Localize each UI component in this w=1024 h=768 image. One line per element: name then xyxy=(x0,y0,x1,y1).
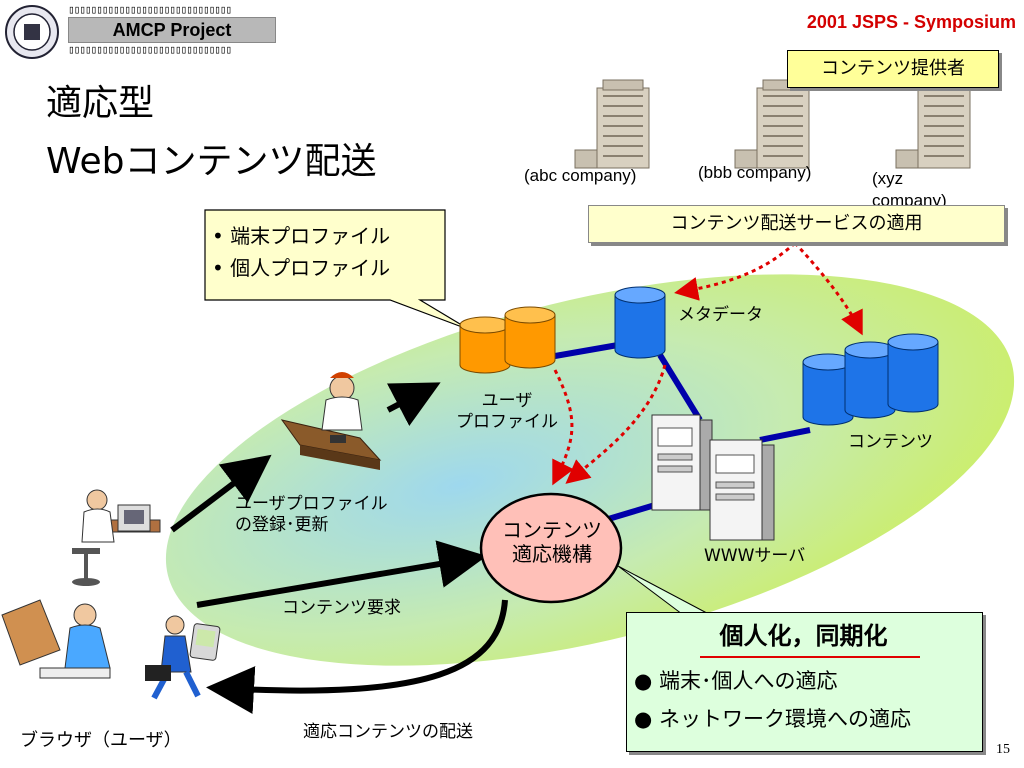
personalization-item-network: ● ネットワーク環境への適応 xyxy=(634,707,911,731)
adaptation-engine-text: コンテンツ 適応機構 xyxy=(482,518,622,566)
adaptation-engine-line2: 適応機構 xyxy=(512,542,592,566)
header-chars-bottom: ▯▯▯▯▯▯▯▯▯▯▯▯▯▯▯▯▯▯▯▯▯▯▯▯▯▯▯▯▯ xyxy=(68,44,232,56)
content-delivery-label: 適応コンテンツの配送 xyxy=(303,722,473,742)
project-title: AMCP Project xyxy=(68,17,276,43)
content-provider-label: コンテンツ提供者 xyxy=(787,50,999,88)
slide-title-line1: 適応型 xyxy=(46,83,155,124)
service-application-label: コンテンツ配送サービスの適用 xyxy=(588,205,1005,243)
registration-label-line2: の登録･更新 xyxy=(235,515,329,535)
network-links xyxy=(554,342,811,523)
callout-item-terminal: • 端末プロファイル xyxy=(212,224,391,248)
content-request-label: コンテンツ要求 xyxy=(282,598,401,618)
computer-user-icon xyxy=(72,489,161,586)
callout-item-personal: • 個人プロファイル xyxy=(212,256,391,280)
www-server-label: WWWサーバ xyxy=(704,546,806,566)
adaptation-engine-node xyxy=(479,492,623,604)
personalization-underline xyxy=(700,656,920,658)
symposium-label: 2001 JSPS - Symposium xyxy=(806,12,1016,32)
contents-db-icon xyxy=(802,333,939,426)
profile-callout xyxy=(204,209,471,331)
flow-arrows xyxy=(170,382,508,714)
metadata-label: メタデータ xyxy=(678,305,763,325)
user-profile-label-line1: ユーザ xyxy=(481,391,533,411)
personalization-item-terminal: ● 端末･個人への適応 xyxy=(634,669,838,693)
page-number: 15 xyxy=(996,742,1010,757)
company-bbb-label: (bbb company) xyxy=(698,163,812,182)
contents-label: コンテンツ xyxy=(848,432,933,452)
browser-user-label: ブラウザ（ユーザ） xyxy=(20,730,182,751)
service-arrows xyxy=(552,241,863,486)
user-profile-label: ユーザ プロファイル xyxy=(440,391,574,433)
mobile-user-icon xyxy=(145,615,221,700)
building-icon-xyz xyxy=(895,79,971,169)
company-abc-label: (abc company) xyxy=(524,166,637,185)
header-chars-top: ▯▯▯▯▯▯▯▯▯▯▯▯▯▯▯▯▯▯▯▯▯▯▯▯▯▯▯▯▯ xyxy=(68,4,232,16)
user-profile-db-icon xyxy=(459,306,556,374)
company-buildings xyxy=(574,79,971,169)
profile-callout-text: • 端末プロファイル • 個人プロファイル xyxy=(212,220,390,284)
laptop-user-icon xyxy=(1,599,111,679)
adaptation-engine-line1: コンテンツ xyxy=(502,518,602,542)
building-icon-abc xyxy=(574,79,650,169)
building-icon-bbb xyxy=(734,79,810,169)
personalization-title: 個人化，同期化 xyxy=(719,622,888,650)
www-server-icon xyxy=(651,414,775,541)
phone-user-icon xyxy=(280,372,382,470)
user-profile-label-line2: プロファイル xyxy=(456,412,558,432)
registration-label: ユーザプロファイル の登録･更新 xyxy=(235,494,388,536)
personalization-box xyxy=(626,612,983,752)
metadata-db-icon xyxy=(614,286,666,359)
slide-title-line2: Webコンテンツ配送 xyxy=(46,141,377,182)
registration-label-line1: ユーザプロファイル xyxy=(235,494,388,514)
university-seal-logo xyxy=(5,5,59,59)
